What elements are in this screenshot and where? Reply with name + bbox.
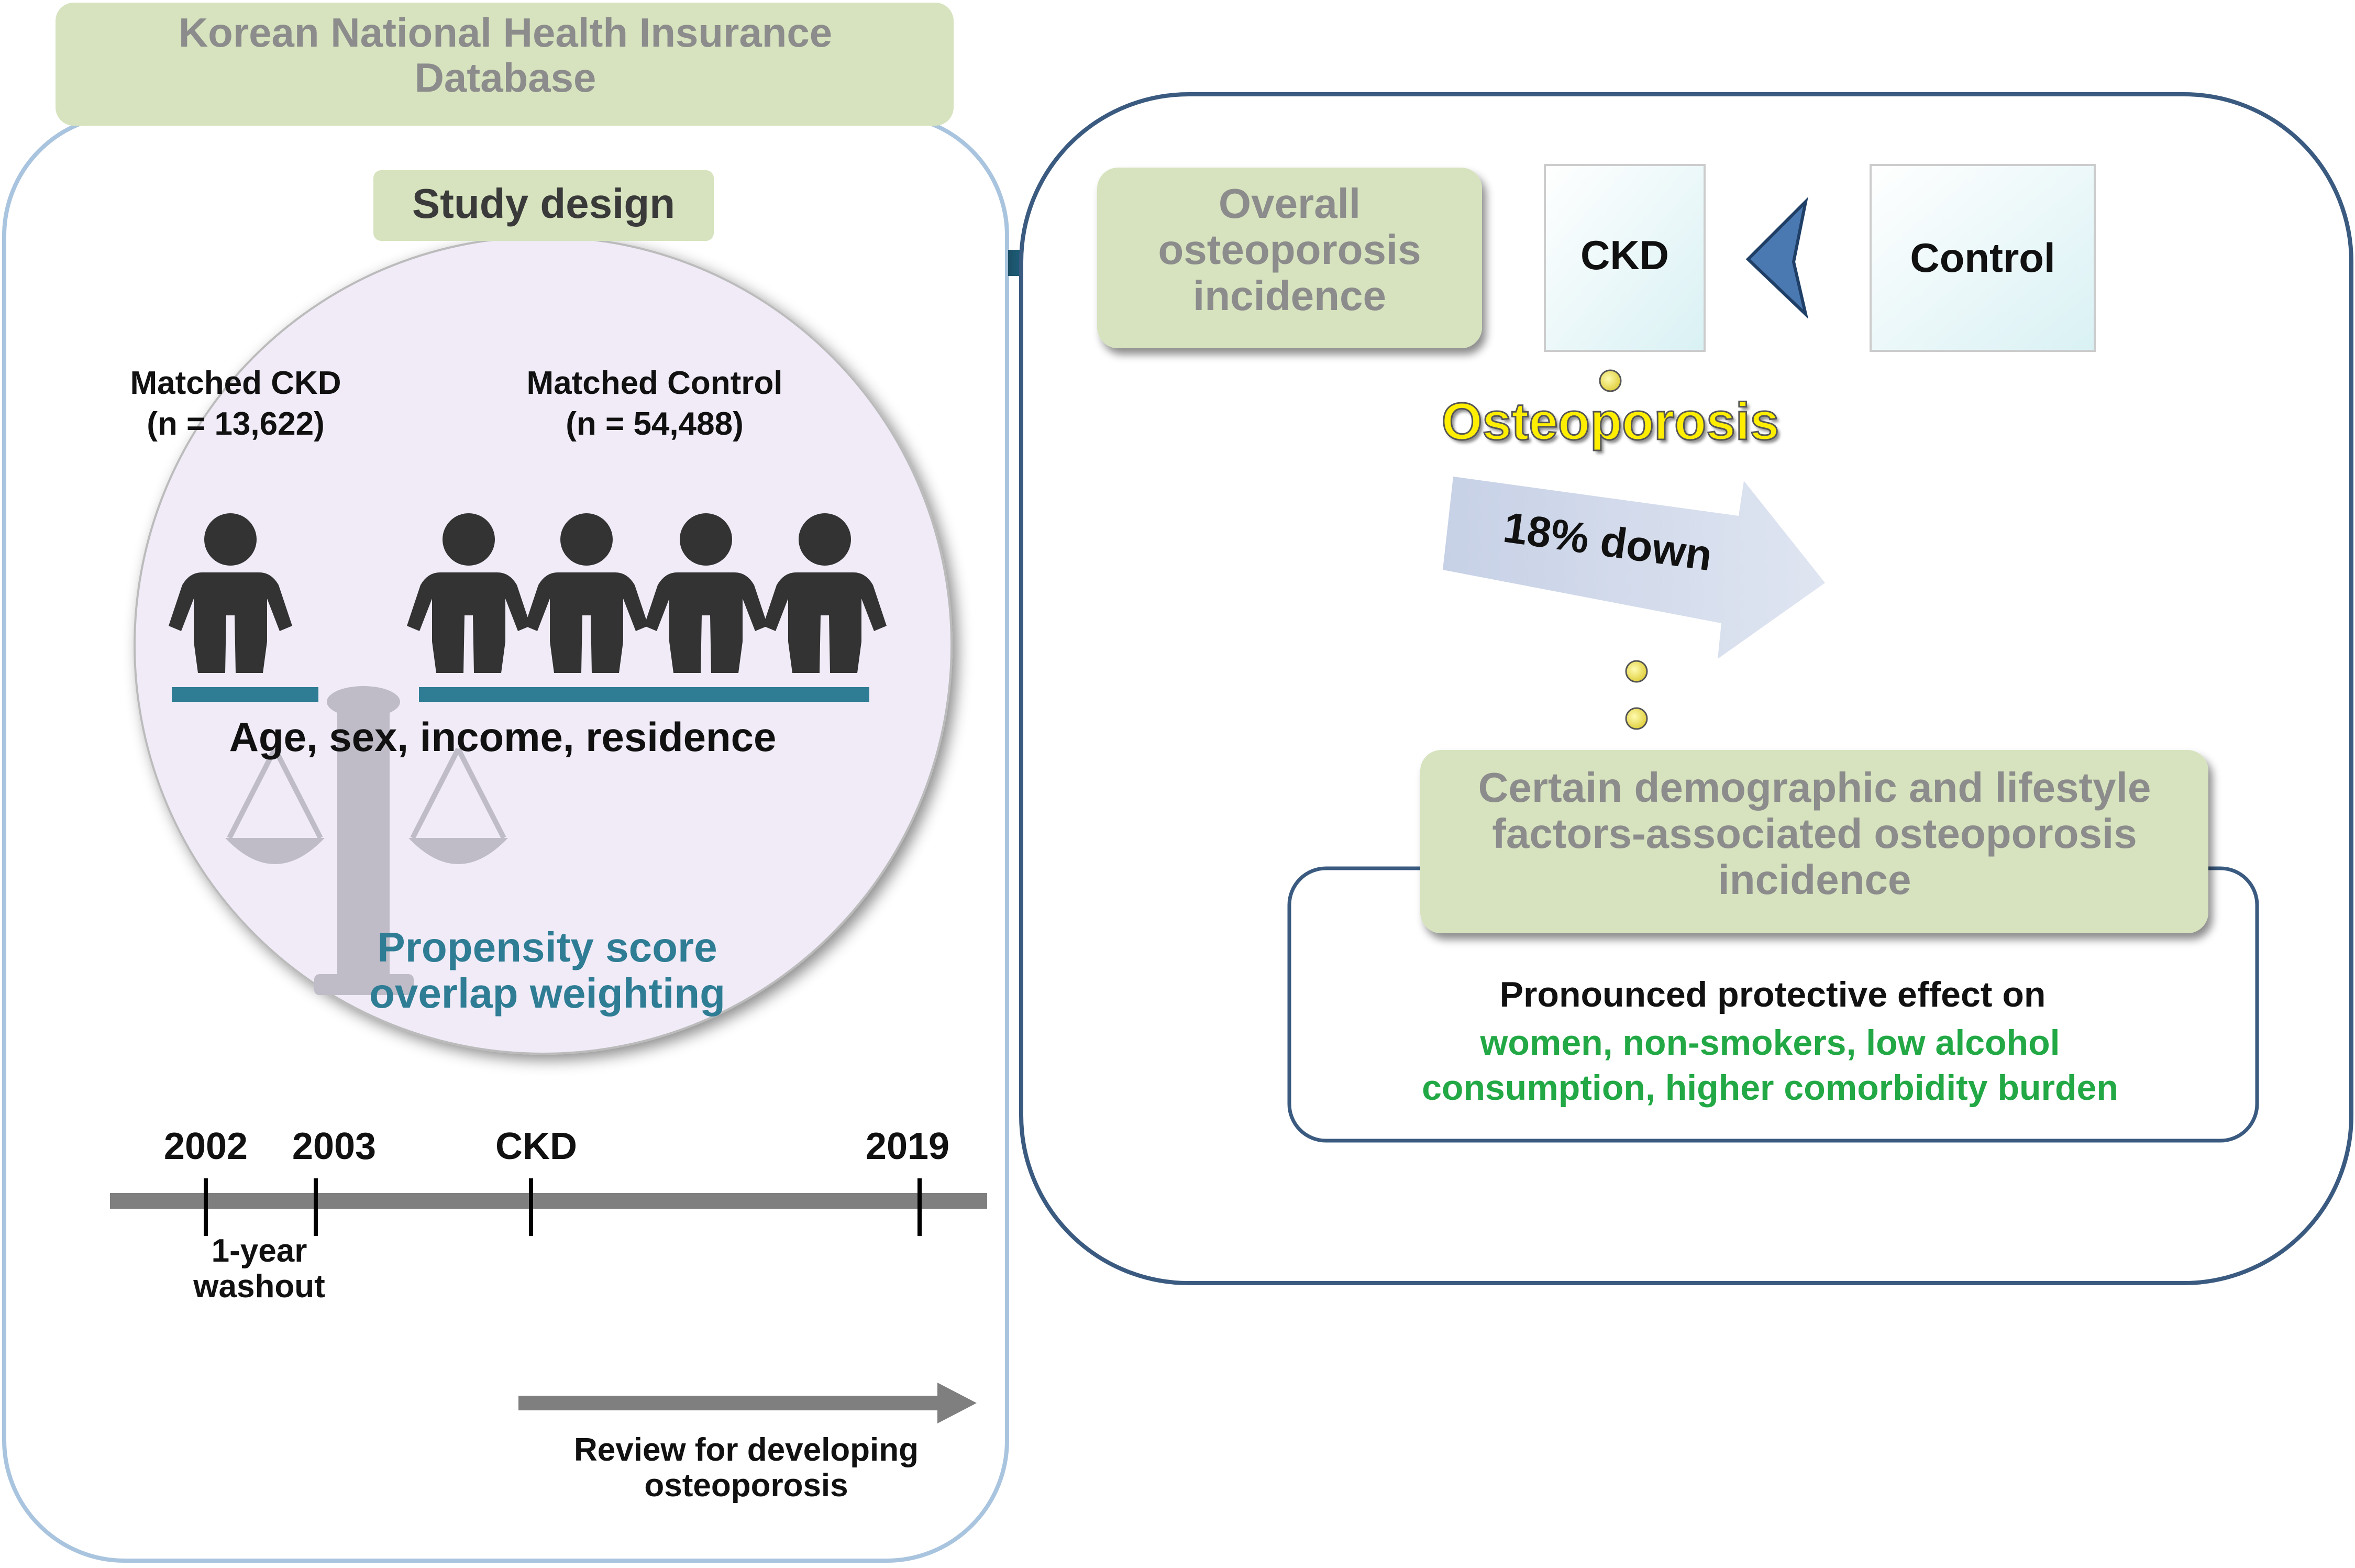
review-arrow-head [937,1383,977,1423]
washout-label: 1-year washout [193,1233,325,1305]
effect-groups: women, non-smokers, low alcohol consumpt… [1422,1023,2118,1108]
weighting-method: Propensity score overlap weighting [369,924,726,1017]
connector-dot-2 [1625,660,1648,683]
control-balance-bar [419,687,869,702]
ckd-label: CKD [1580,232,1669,278]
outcome-box [1097,168,1482,348]
matched-control-n: (n = 54,488) [566,406,744,442]
outcome-box-text: Overall osteoporosis incidence [1158,180,1421,319]
less-than-chevron-icon [1745,196,1809,319]
control-box [1870,164,2096,352]
connector-dot-3 [1625,707,1648,730]
balance-scale-icon [225,686,508,995]
connector-dot-1 [1599,369,1622,392]
matched-ckd-n: (n = 13,622) [147,406,325,442]
study-design-box [373,170,714,241]
matched-control-label: Matched Control [526,365,783,401]
osteoporosis-label: Osteoporosis [1441,392,1780,451]
review-arrow-shaft [518,1396,943,1410]
year-2003: 2003 [292,1125,377,1167]
factors-box-text: Certain demographic and lifestyle factor… [1478,764,2151,903]
database-title: Korean National Health Insurance Databas… [178,9,833,101]
matched-ckd-label: Matched CKD [130,365,341,401]
ckd-balance-bar [172,687,318,702]
database-header-box [56,3,954,126]
study-design-label: Study design [412,180,676,227]
year-ckd: CKD [495,1125,577,1167]
reduction-arrow [1443,477,1825,659]
year-2019: 2019 [865,1125,950,1167]
control-label: Control [1910,235,2055,281]
ckd-box [1544,164,1706,352]
matching-factors: Age, sex, income, residence [229,714,777,760]
timeline-bar [110,1193,987,1209]
effect-title: Pronounced protective effect on [1499,975,2046,1014]
year-2002: 2002 [163,1125,248,1167]
factors-box [1420,750,2208,933]
review-label: Review for developing osteoporosis [573,1432,919,1504]
